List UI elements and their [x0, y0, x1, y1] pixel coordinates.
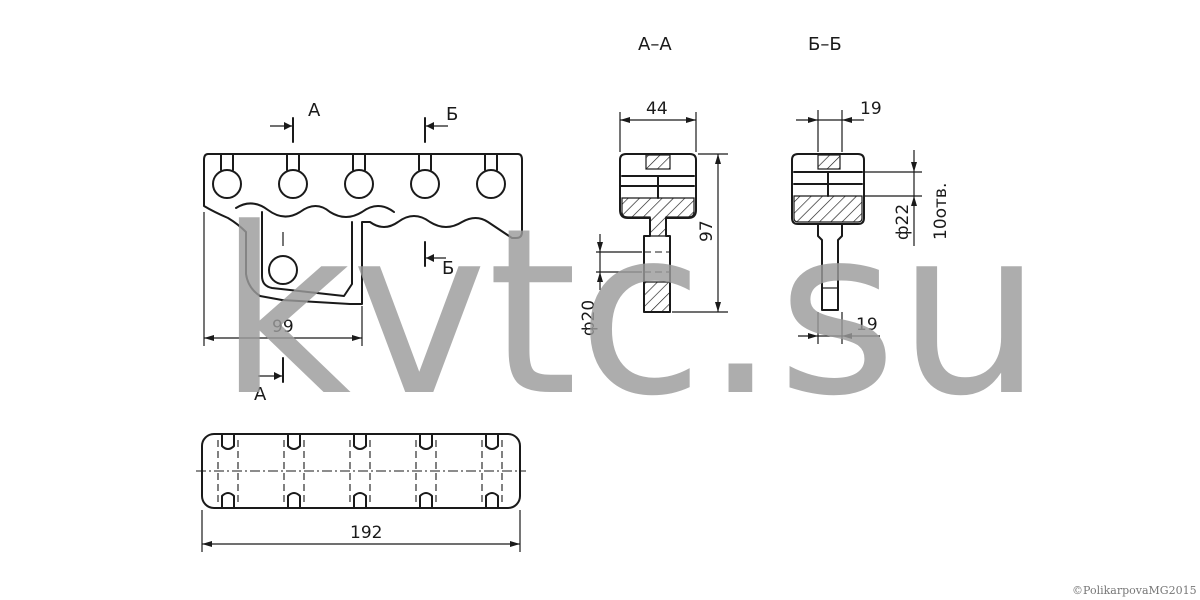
jaw-slots	[220, 153, 498, 171]
front-view-wave	[235, 202, 395, 218]
dim-19-top	[796, 110, 864, 152]
section-mark-b-bottom-label: Б	[442, 258, 454, 279]
jaw-hole-1	[212, 169, 242, 199]
dim-d20-label: ф20	[579, 300, 599, 336]
dim-97-label: 97	[697, 220, 717, 242]
dim-192	[201, 510, 521, 552]
section-aa-hatch-body	[621, 197, 695, 237]
dim-d20	[596, 234, 642, 290]
jaw-hole-5	[476, 169, 506, 199]
section-aa-inner	[619, 175, 695, 199]
section-bb	[791, 110, 922, 344]
dim-44	[619, 112, 697, 152]
section-bb-inner	[793, 171, 863, 197]
bracket-hole	[268, 255, 298, 285]
dim-44-label: 44	[646, 99, 668, 119]
section-mark-b-top-label: Б	[446, 104, 458, 125]
section-mark-a-top	[270, 117, 294, 143]
section-mark-a-bottom-label: А	[254, 384, 267, 405]
section-bb-hatch-body	[793, 195, 863, 223]
section-aa-hole-hidden	[644, 251, 670, 273]
copyright-text: ©PolikarpovaMG2015	[1072, 584, 1197, 597]
jaw-hole-4	[410, 169, 440, 199]
dim-99-label: 99	[272, 317, 294, 337]
section-aa-title: А–А	[638, 34, 672, 55]
section-bb-title: Б–Б	[808, 34, 842, 55]
dim-19-bottom-label: 19	[856, 315, 878, 335]
watermark-text: kvtc.su	[218, 180, 1043, 447]
section-mark-b-bottom	[424, 241, 446, 267]
jaw-hole-3	[344, 169, 374, 199]
section-aa	[596, 112, 728, 313]
top-view	[196, 433, 526, 552]
dim-d22	[864, 150, 922, 246]
section-aa-hatch-top	[645, 154, 671, 170]
front-view-bracket	[261, 211, 353, 297]
section-bb-stem	[817, 223, 843, 311]
section-bb-hatch-top	[817, 154, 841, 170]
section-mark-a-top-label: А	[308, 100, 321, 121]
dim-d22-label: ф22	[893, 204, 913, 240]
jaw-hole-2	[278, 169, 308, 199]
section-mark-a-bottom	[258, 357, 284, 383]
dim-99	[203, 212, 363, 346]
dim-97	[672, 153, 728, 313]
front-view	[203, 117, 523, 383]
section-aa-hatch-lug	[643, 281, 671, 313]
dim-holes-count-label: 10отв.	[931, 183, 951, 240]
dim-19-bottom	[798, 312, 880, 344]
front-view-outline	[203, 153, 523, 305]
top-view-slots	[221, 433, 499, 509]
dim-19-top-label: 19	[860, 99, 882, 119]
section-mark-b-top	[424, 117, 448, 143]
dim-192-label: 192	[350, 523, 382, 543]
section-bb-outline	[791, 153, 865, 225]
